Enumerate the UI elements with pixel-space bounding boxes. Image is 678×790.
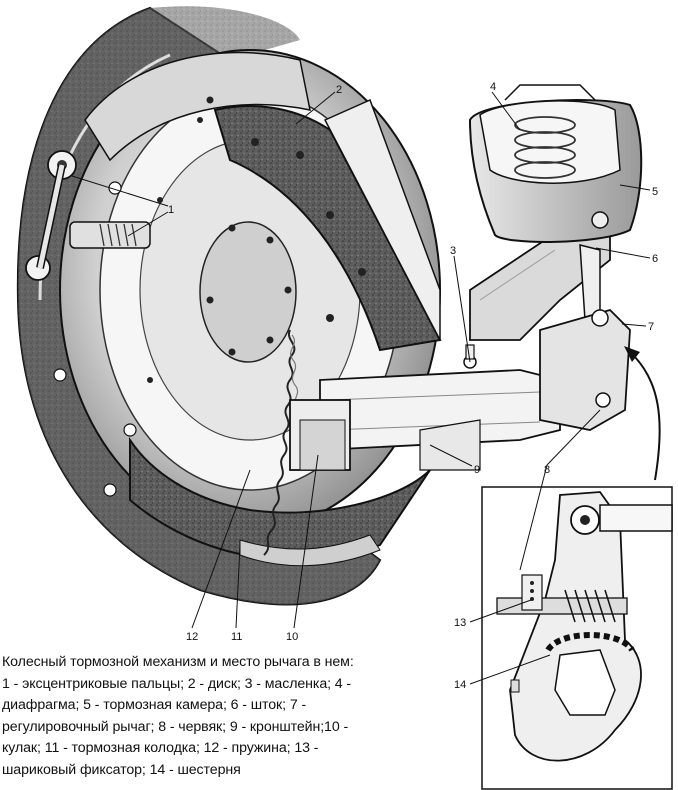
brake-chamber (468, 84, 643, 321)
arrow-head (624, 346, 640, 362)
callout-4: 4 (490, 81, 496, 93)
figure-caption: Колесный тормозной механизм и место рыча… (2, 652, 452, 782)
pointer-arrow (629, 351, 661, 481)
callout-8: 8 (544, 464, 550, 476)
callout-labels: 1 2 3 4 5 6 7 8 9 10 11 12 13 14 (168, 81, 658, 691)
callout-2: 2 (336, 84, 342, 96)
caption-line: кулак; 11 - тормозная колодка; 12 - пруж… (2, 740, 319, 757)
caption-line: Колесный тормозной механизм и место рыча… (2, 654, 354, 670)
callout-14: 14 (454, 679, 466, 691)
callout-7: 7 (648, 321, 654, 333)
callout-5: 5 (652, 186, 658, 198)
callout-11: 11 (231, 631, 242, 643)
callout-3: 3 (450, 245, 456, 257)
lower-brake-shoe (129, 436, 431, 567)
caption-line: регулировочный рычаг; 8 - червяк; 9 - кр… (2, 718, 349, 735)
caption-line: диафрагма; 5 - тормозная камера; 6 - што… (2, 697, 307, 714)
callout-6: 6 (652, 253, 658, 265)
callout-12: 12 (186, 631, 198, 643)
caption-line: шариковый фиксатор; 14 - шестерня (2, 761, 241, 778)
slack-adjuster (539, 308, 631, 431)
callout-13: 13 (454, 617, 466, 629)
camshaft-assembly (289, 344, 561, 471)
leader-lines (71, 91, 651, 685)
inset-slack-adjuster-detail (481, 486, 673, 790)
caption-line: 1 - эксцентриковые пальцы; 2 - диск; 3 -… (2, 675, 352, 692)
eccentric-pins (25, 150, 151, 281)
callout-1: 1 (168, 204, 174, 216)
upper-brake-shoe (84, 51, 442, 352)
callout-10: 10 (286, 631, 298, 643)
callout-9: 9 (474, 464, 480, 476)
